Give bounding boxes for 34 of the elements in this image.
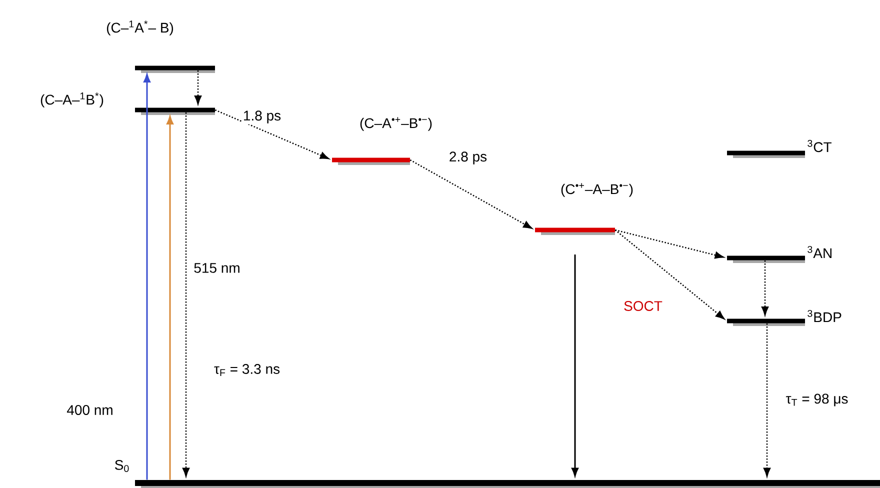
text-label: 515 nm (194, 263, 240, 273)
node-label: S$_{0}$ (115, 460, 129, 472)
edge-label: 1.8 ps (242, 110, 282, 124)
node-label: (C$^{•+}$–A–B$^{•−}$) (561, 183, 633, 197)
energy-level: $^{3}$AN (727, 246, 832, 263)
arrow (761, 260, 769, 316)
arrow (615, 229, 724, 259)
arrow (144, 74, 150, 480)
arrow (614, 230, 725, 320)
text-label: SOCT (624, 301, 662, 311)
arrow (410, 159, 532, 229)
arrow (182, 112, 190, 477)
energy-level: $^{3}$CT (727, 140, 832, 158)
arrow (214, 109, 329, 160)
arrow (194, 70, 202, 104)
node-label: (C–A–$^{1}$B$^{*}$) (40, 92, 104, 108)
energy-level: S$_{0}$ (115, 460, 880, 488)
arrow (572, 254, 578, 476)
node-label: (C–$^{1}$A$^{*}$– B) (106, 20, 174, 36)
energy-level: (C–$^{1}$A$^{*}$– B) (106, 20, 215, 73)
arrow (166, 116, 174, 480)
edge-label: τ$_{F}$ = 3.3 ns (212, 363, 282, 377)
energy-level: (C–A–$^{1}$B$^{*}$) (40, 92, 215, 115)
node-label: $^{3}$AN (808, 246, 832, 258)
arrow (763, 323, 771, 477)
energy-level: (C–A$^{•+}$–B$^{•−}$) (332, 117, 432, 165)
node-label: $^{3}$CT (808, 140, 832, 152)
energy-level: (C$^{•+}$–A–B$^{•−}$) (535, 183, 633, 235)
node-label: $^{3}$BDP (808, 310, 842, 322)
edge-label: 2.8 ps (448, 150, 488, 166)
node-label: (C–A$^{•+}$–B$^{•−}$) (360, 117, 432, 131)
energy-level: $^{3}$BDP (727, 310, 842, 326)
edge-label: 400 nm (66, 404, 114, 416)
edge-label: τ$_{T}$ = 98 μs (784, 392, 850, 408)
